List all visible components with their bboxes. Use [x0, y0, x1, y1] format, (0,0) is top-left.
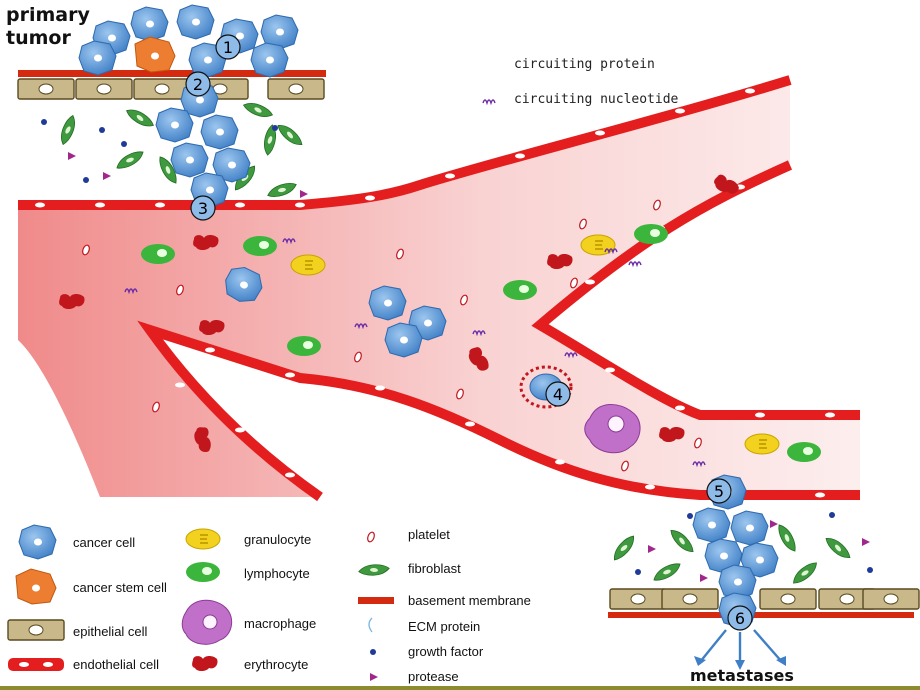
step-2-marker: 2: [185, 71, 211, 97]
fibroblast-icon: [358, 562, 390, 578]
legend-fibroblast: fibroblast: [408, 561, 461, 576]
metastatic-site: [608, 474, 920, 670]
legend-macrophage: macrophage: [244, 616, 317, 631]
erythrocyte-icon: [192, 656, 218, 671]
endothelial-cell-icon: [8, 658, 64, 671]
basement-membrane-icon: [358, 597, 394, 604]
macrophage-icon: [181, 599, 233, 645]
circulating-protein-label: circuiting protein: [514, 57, 655, 72]
step-5-label: 5: [714, 482, 724, 501]
legend-epithelial-cell: epithelial cell: [73, 624, 148, 639]
growth-factor-icon: [370, 649, 376, 655]
blood-vessel: [18, 75, 860, 502]
protease-icon: [370, 673, 378, 681]
legend-icons: [7, 524, 394, 681]
legend-basement-membrane: basement membrane: [408, 593, 531, 608]
macrophage: [584, 404, 641, 454]
step-6-marker: 6: [727, 605, 753, 631]
legend-granulocyte: granulocyte: [244, 532, 312, 547]
step-markers: 1 2 3 4 5 6: [185, 34, 753, 631]
primary-tumor-tissue: [17, 4, 326, 208]
step-4-marker: 4: [545, 381, 571, 407]
epithelial-cell-icon: [7, 619, 65, 641]
title-line-1: primary: [6, 4, 90, 26]
step-3-label: 3: [198, 199, 208, 218]
legend-platelet: platelet: [408, 527, 450, 542]
platelet-icon: [365, 530, 377, 544]
step-1-label: 1: [223, 38, 233, 57]
legend-endothelial-cell: endothelial cell: [73, 657, 160, 672]
legend-cancer-cell: cancer cell: [73, 535, 136, 550]
nucleotide-icon: [482, 99, 496, 104]
legend-lymphocyte: lymphocyte: [244, 566, 310, 581]
primary-tumor-title: primary tumor: [6, 4, 90, 50]
cancer-stem-cell-icon: [15, 568, 57, 605]
ecm-protein-icon: [368, 617, 373, 633]
step-4-label: 4: [553, 385, 563, 404]
step-6-label: 6: [735, 609, 745, 628]
step-3-marker: 3: [190, 195, 216, 221]
granulocyte-icon: [185, 528, 221, 550]
legend-cancer-stem-cell: cancer stem cell: [73, 580, 167, 595]
legend-ecm-protein: ECM protein: [408, 619, 481, 634]
step-5-marker: 5: [706, 478, 732, 504]
legend-protease: protease: [408, 669, 459, 684]
legend-growth-factor: growth factor: [408, 644, 484, 659]
metastases-label: metastases: [690, 666, 794, 685]
cancer-cell-icon: [18, 524, 57, 560]
step-2-label: 2: [193, 75, 203, 94]
lymphocyte-icon: [186, 562, 220, 582]
step-1-marker: 1: [215, 34, 241, 60]
circulating-nucleotide-label: circuiting nucleotide: [514, 92, 679, 107]
title-line-2: tumor: [6, 27, 71, 49]
legend-erythrocyte: erythrocyte: [244, 657, 309, 672]
footer-rule: [0, 686, 920, 690]
